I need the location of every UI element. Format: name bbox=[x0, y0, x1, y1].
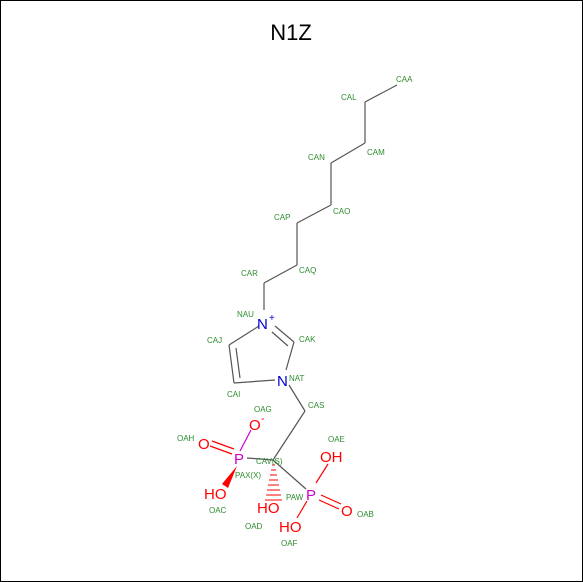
bond-cak-nau bbox=[274, 325, 295, 343]
oxygen-oag-symbol: O bbox=[249, 417, 261, 434]
label-cas: CAS bbox=[308, 401, 324, 410]
bond-caj-cai bbox=[228, 344, 235, 384]
label-caa: CAA bbox=[396, 75, 413, 84]
oxygen-oab-symbol: O bbox=[341, 503, 353, 520]
bond-pax-oah-double bbox=[209, 445, 233, 455]
hydroxyl-oae-symbol: OH bbox=[320, 449, 343, 466]
label-car: CAR bbox=[241, 269, 258, 278]
bond-nau-caj bbox=[228, 325, 260, 346]
bond-caq-car bbox=[263, 264, 298, 284]
bond-cav-paw bbox=[272, 459, 307, 490]
bond-nat-cak bbox=[285, 341, 295, 371]
bond-paw-oae bbox=[315, 463, 329, 484]
bond-pax-oac-wedge bbox=[222, 466, 237, 488]
bond-caa-cal bbox=[364, 84, 398, 103]
hydroxyl-oac-symbol: HO bbox=[204, 486, 227, 503]
bond-cav-pax bbox=[246, 457, 274, 461]
label-can: CAN bbox=[308, 153, 325, 162]
label-cap: CAP bbox=[274, 213, 290, 222]
nitrogen-nat-symbol: N bbox=[277, 373, 288, 390]
label-nau: NAU bbox=[237, 310, 254, 319]
nitrogen-nau-symbol: N bbox=[257, 316, 268, 333]
bond-caj-cai-double bbox=[235, 347, 241, 379]
bond-nat-cas bbox=[288, 384, 306, 412]
label-pax: PAX(X) bbox=[235, 471, 261, 480]
label-cak: CAK bbox=[299, 335, 316, 344]
label-cao: CAO bbox=[333, 207, 350, 216]
label-oab: OAB bbox=[357, 510, 374, 519]
bond-paw-oaf bbox=[296, 500, 308, 519]
phosphorus-paw-symbol: P bbox=[306, 487, 316, 504]
hydroxyl-oad-symbol: HO bbox=[257, 500, 280, 517]
bond-paw-oab bbox=[320, 494, 342, 505]
bond-cas-cav bbox=[272, 410, 306, 461]
atom-labels: CAA CAL CAM CAN CAO CAP CAQ CAR NAU CAJ … bbox=[177, 75, 413, 548]
label-nat: NAT bbox=[289, 374, 305, 383]
label-cam: CAM bbox=[367, 148, 385, 157]
bond-cao-cap bbox=[296, 204, 332, 224]
element-symbols: N + N O - O P HO HO OH P O HO bbox=[198, 313, 353, 536]
nitrogen-nau-charge: + bbox=[269, 313, 275, 324]
label-oae: OAE bbox=[328, 435, 345, 444]
label-caq: CAQ bbox=[299, 266, 316, 275]
bond-cai-nat bbox=[233, 379, 276, 384]
label-cai: CAI bbox=[227, 390, 240, 399]
bond-cav-oad-hashed bbox=[265, 464, 282, 501]
bond-cak-nau-double bbox=[271, 331, 289, 347]
label-oaf: OAF bbox=[281, 539, 298, 548]
bond-paw-oab-double bbox=[318, 499, 340, 510]
hydroxyl-oaf-symbol: HO bbox=[279, 519, 302, 536]
phosphorus-pax-symbol: P bbox=[234, 451, 244, 468]
label-caj: CAJ bbox=[207, 336, 222, 345]
label-oad: OAD bbox=[245, 522, 263, 531]
label-paw: PAW bbox=[286, 493, 304, 502]
label-oac: OAC bbox=[209, 506, 227, 515]
label-oag: OAG bbox=[254, 405, 272, 414]
molecule-title: N1Z bbox=[270, 20, 312, 45]
oxygen-oah-symbol: O bbox=[198, 436, 210, 453]
label-oah: OAH bbox=[177, 434, 195, 443]
oxygen-oag-charge: - bbox=[261, 413, 265, 425]
label-cal: CAL bbox=[341, 93, 357, 102]
label-cav: CAV(S) bbox=[256, 457, 283, 466]
bond-pax-oah bbox=[211, 440, 235, 450]
bond-pax-oag bbox=[239, 429, 252, 452]
bond-cam-can bbox=[330, 142, 366, 164]
bonds bbox=[209, 84, 398, 519]
